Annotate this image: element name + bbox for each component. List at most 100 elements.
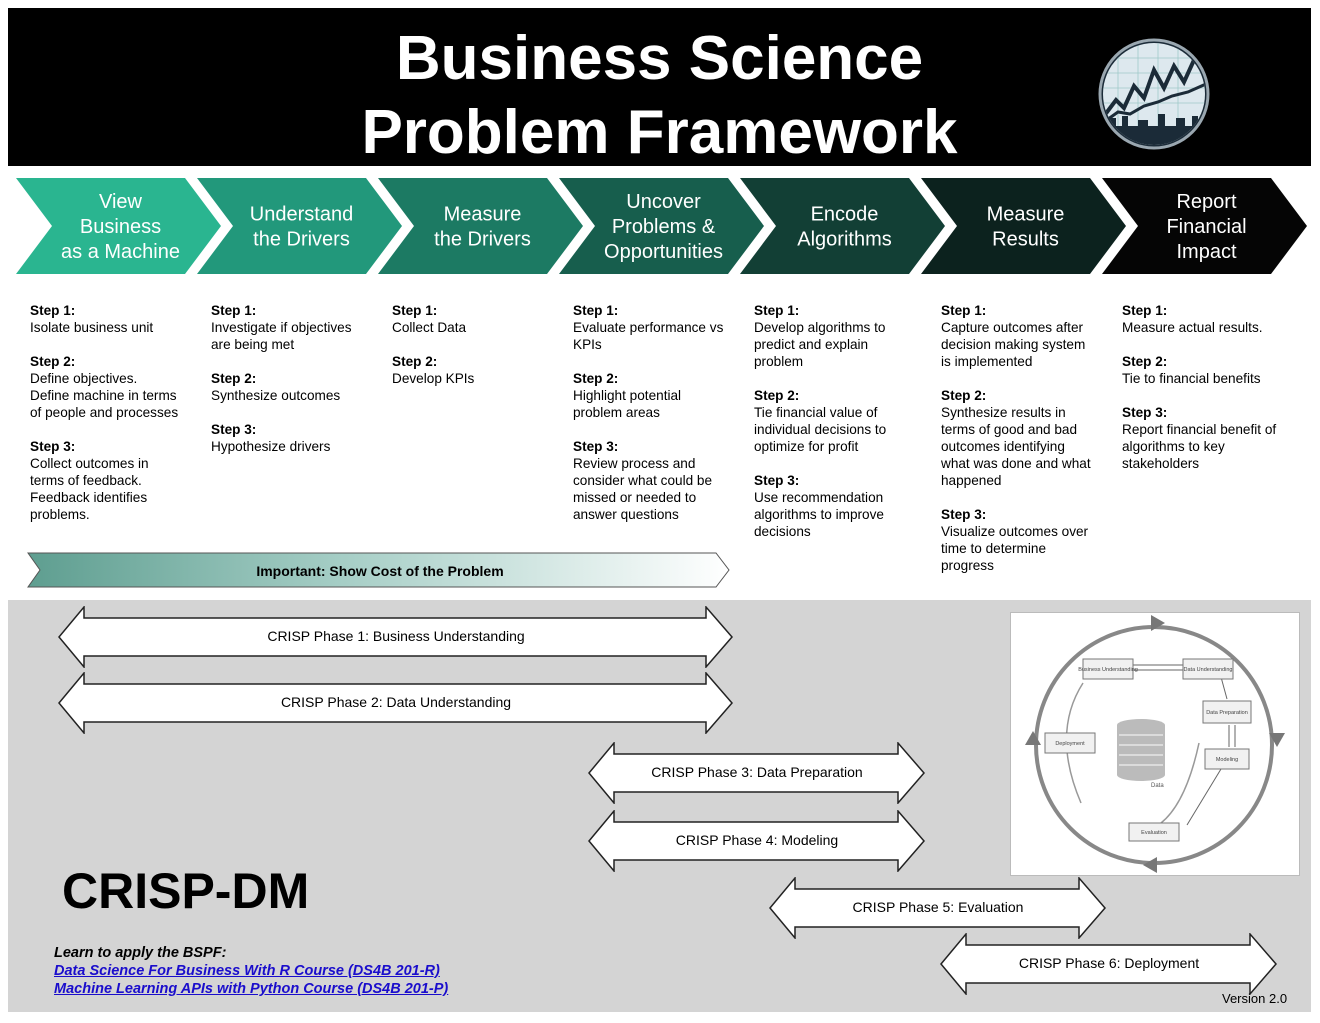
course-link-r[interactable]: Data Science For Business With R Course … xyxy=(54,963,440,979)
step-block: Step 2: Tie to financial benefits xyxy=(1122,353,1307,387)
stage-chevron-6 xyxy=(921,178,1126,274)
stage-chevron-4 xyxy=(559,178,764,274)
cycle-node-box xyxy=(1202,700,1252,724)
step-label: Step 3: xyxy=(941,507,987,522)
cycle-node-box xyxy=(1182,658,1234,680)
step-text: Isolate business unit xyxy=(30,320,154,335)
step-text: optimize for profit xyxy=(754,439,859,454)
step-column-7: Step 1: Measure actual results. Step 2: Tie… xyxy=(1122,302,1307,489)
step-text: predict and explain xyxy=(754,337,869,352)
step-text: Report financial benefit of xyxy=(1122,422,1277,437)
crisp-phase-label-5: CRISP Phase 5: Evaluation xyxy=(852,899,1024,915)
version-label: Version 2.0 xyxy=(1222,991,1288,1006)
stage-label-line: Encode xyxy=(811,204,879,226)
step-text: Collect Data xyxy=(392,320,467,335)
step-block: Step 2:Synthesize outcomes xyxy=(211,370,386,404)
stage-label-line: Measure xyxy=(444,204,522,226)
step-text: Evaluate performance vs xyxy=(573,320,724,335)
crisp-phase-arrow-1 xyxy=(58,606,733,668)
step-block: Step 2:Define objectives.Define machine … xyxy=(30,353,205,421)
step-text: terms of good and bad xyxy=(941,422,1078,437)
step-text: Collect outcomes in xyxy=(30,456,149,471)
step-label: Step 3: xyxy=(1122,405,1168,420)
step-block: Step 3:Hypothesize drivers xyxy=(211,421,386,455)
step-text: what was done and what xyxy=(941,456,1091,471)
stage-label-line: the Drivers xyxy=(253,229,350,251)
stage-label-line: Opportunities xyxy=(604,241,723,263)
step-text: Use recommendation xyxy=(754,490,884,505)
crisp-dm-title: CRISP-DM xyxy=(62,863,310,919)
step-label: Step 3: xyxy=(30,439,76,454)
step-label: Step 1: xyxy=(573,303,619,318)
crisp-phase-label-3: CRISP Phase 3: Data Preparation xyxy=(651,764,863,780)
step-label: Step 2: xyxy=(1122,354,1168,369)
step-text: problem xyxy=(754,354,804,369)
step-label: Step 1: xyxy=(941,303,987,318)
crisp-phase-arrow-4 xyxy=(588,810,925,872)
step-label: Step 2: xyxy=(30,354,76,369)
header-banner: Business Science Problem Framework xyxy=(8,8,1311,167)
step-text: are being met xyxy=(211,337,295,352)
stage-chevron-1 xyxy=(16,178,221,274)
step-text: decision making system xyxy=(941,337,1086,352)
title-line-1: Business Science xyxy=(395,24,924,93)
cycle-node-label: Data Understanding xyxy=(1184,667,1233,673)
cycle-node-box xyxy=(1082,658,1134,680)
course-link-python[interactable]: Machine Learning APIs with Python Course… xyxy=(54,981,449,997)
step-text: of people and processes xyxy=(30,405,179,420)
step-text: outcomes identifying xyxy=(941,439,1065,454)
learn-heading: Learn to apply the BSPF: xyxy=(54,945,227,961)
step-block: Step 3: Use recommendation algorithms to i… xyxy=(754,472,934,540)
step-text: Measure actual results. xyxy=(1122,320,1263,335)
step-label: Step 3: xyxy=(754,473,800,488)
step-block: Step 1: Isolate business unit xyxy=(30,302,205,336)
crisp-phase-arrow-5 xyxy=(769,877,1106,939)
step-text: KPIs xyxy=(573,337,602,352)
crisp-phase-label-1: CRISP Phase 1: Business Understanding xyxy=(267,628,525,644)
step-text: happened xyxy=(941,473,1002,488)
crisp-phase-arrow-6 xyxy=(940,933,1277,995)
cycle-node-label: Evaluation xyxy=(1141,830,1167,836)
step-text: individual decisions to xyxy=(754,422,887,437)
cycle-node-label: Modeling xyxy=(1216,757,1238,763)
step-label: Step 1: xyxy=(211,303,257,318)
stage-chevron-7 xyxy=(1102,178,1307,274)
step-text: Feedback identifies xyxy=(30,490,148,505)
cost-of-problem-arrow xyxy=(27,552,730,588)
step-text: Define machine in terms xyxy=(30,388,177,403)
crisp-phase-arrow-2 xyxy=(58,672,733,734)
stage-label-line: Results xyxy=(992,229,1059,251)
stage-chevron-2 xyxy=(197,178,402,274)
business-science-logo-icon xyxy=(1098,38,1210,150)
step-label: Step 1: xyxy=(1122,303,1168,318)
step-label: Step 2: xyxy=(573,371,619,386)
step-block: Step 1: Evaluate performance vs KPIs xyxy=(573,302,748,353)
stage-label-line: View xyxy=(99,191,143,213)
step-block: Step 1:Collect Data xyxy=(392,302,567,336)
step-label: Step 2: xyxy=(211,371,257,386)
stage-chevron-5 xyxy=(740,178,945,274)
stage-label-line: Measure xyxy=(987,204,1065,226)
crisp-phase-label-2: CRISP Phase 2: Data Understanding xyxy=(280,694,512,710)
stage-label-line: Problems & xyxy=(612,216,716,238)
step-label: Step 1: xyxy=(30,303,76,318)
stage-label-line: the Drivers xyxy=(434,229,531,251)
crisp-phase-label-4: CRISP Phase 4: Modeling xyxy=(675,832,839,848)
step-text: missed or needed to xyxy=(573,490,697,505)
step-text: algorithms to improve xyxy=(754,507,884,522)
step-text: is implemented xyxy=(941,354,1033,369)
step-text: decisions xyxy=(754,524,811,539)
step-text: Hypothesize drivers xyxy=(211,439,331,454)
step-text: Tie to financial benefits xyxy=(1122,371,1261,386)
